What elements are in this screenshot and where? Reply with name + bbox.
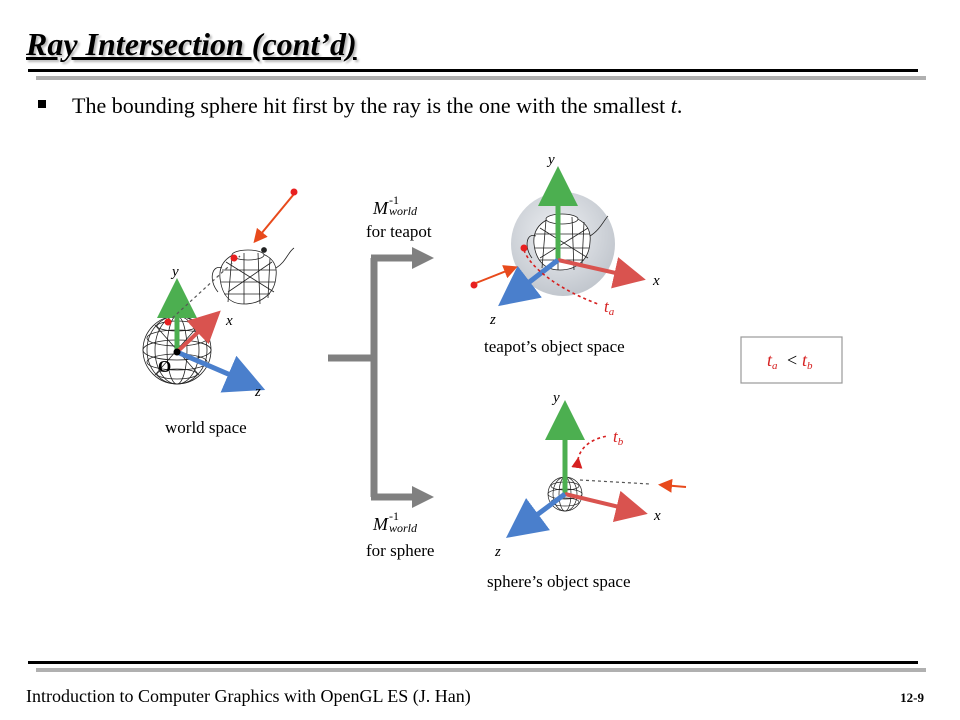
footer-rule-grey	[36, 668, 926, 672]
teapot-wireframe-icon	[526, 213, 609, 271]
teapot-transform-label: M -1 world for teapot	[366, 193, 432, 241]
tb-label: tb	[613, 427, 624, 448]
origin-label: O	[158, 357, 171, 376]
bullet-text: The bounding sphere hit first by the ray…	[72, 93, 671, 118]
teapot-space-label: teapot’s object space	[484, 337, 625, 356]
bullet-t-variable: t	[670, 93, 677, 118]
teapot-x-label: x	[652, 273, 660, 289]
sphere-transform-label: M -1 world for sphere	[366, 509, 434, 560]
sphere-z-label: z	[494, 544, 501, 560]
sphere-x-label: x	[653, 508, 661, 524]
title-rule-grey	[36, 76, 926, 80]
svg-text:<: <	[787, 350, 797, 370]
footer-rule-black	[28, 661, 918, 664]
branch-arrow-icon	[328, 254, 414, 501]
world-teapot-wireframe-icon	[211, 247, 295, 305]
for-teapot-label: for teapot	[366, 222, 432, 241]
teapot-z-label: z	[489, 312, 496, 328]
bullet-square-icon	[38, 99, 46, 108]
comparison-box: ta < tb	[740, 336, 843, 384]
sphere-y-label: y	[551, 390, 560, 406]
teapot-space-diagram: y x z ta teapot’s object space	[470, 152, 660, 356]
svg-text:-1: -1	[389, 193, 399, 207]
slide-title: Ray Intersection (cont’d)	[26, 26, 357, 62]
world-z-label: z	[254, 384, 261, 400]
footer-page-number: 12-9	[900, 690, 924, 705]
svg-text:M: M	[372, 514, 389, 534]
world-y-label: y	[170, 264, 179, 280]
svg-text:world: world	[389, 521, 418, 535]
world-space-label: world space	[165, 418, 247, 437]
svg-text:tb: tb	[802, 350, 813, 372]
sphere-space-diagram: y x z tb sphere’s object space	[487, 390, 687, 591]
footer-course-title: Introduction to Computer Graphics with O…	[26, 686, 471, 706]
sphere-space-label: sphere’s object space	[487, 572, 631, 591]
teapot-y-label: y	[546, 152, 555, 168]
svg-text:-1: -1	[389, 509, 399, 523]
ta-label: ta	[604, 297, 615, 318]
bullet-point: The bounding sphere hit first by the ray…	[38, 93, 682, 119]
bullet-period: .	[676, 93, 683, 118]
world-x-label: x	[225, 313, 233, 329]
svg-text:M: M	[372, 198, 389, 218]
title-rule-black	[28, 69, 918, 72]
svg-text:world: world	[389, 204, 418, 218]
svg-text:ta: ta	[767, 350, 778, 372]
for-sphere-label: for sphere	[366, 541, 434, 560]
world-space-diagram: y x z O world space	[142, 188, 298, 437]
